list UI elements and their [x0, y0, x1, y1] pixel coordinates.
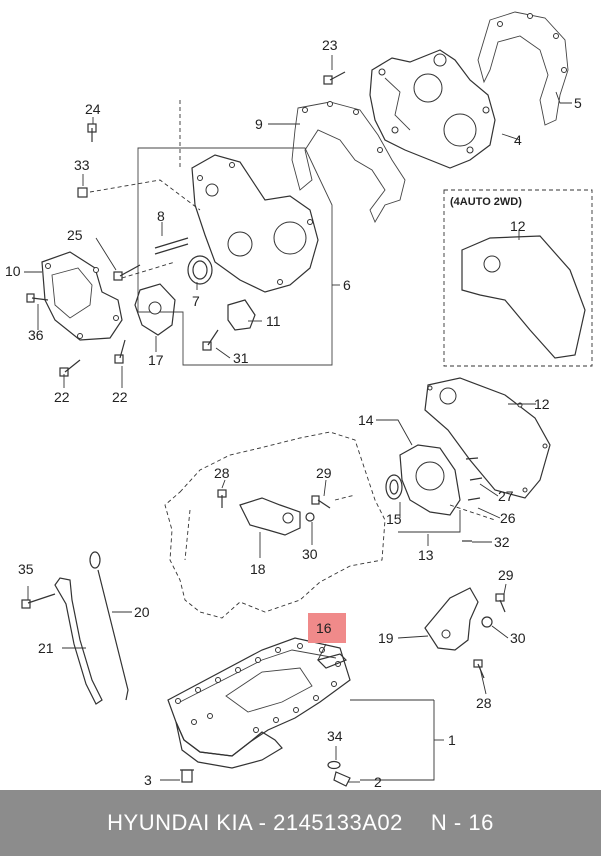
variant-box-title: (4AUTO 2WD): [450, 196, 522, 208]
label-29-a: 29: [316, 465, 332, 481]
timing-cover-gasket: [477, 11, 569, 126]
label-22-a: 22: [54, 389, 70, 405]
dashed-guides-6: [89, 100, 201, 279]
label-14: 14: [358, 412, 374, 428]
label-10: 10: [5, 263, 21, 279]
bolt-31: [202, 329, 219, 351]
front-case: [191, 154, 319, 293]
label-5: 5: [574, 95, 582, 111]
label-12-b: 12: [534, 396, 550, 412]
cover-10: [41, 251, 123, 341]
label-35: 35: [18, 561, 34, 577]
bolt-23: [323, 71, 346, 85]
label-21: 21: [38, 640, 54, 656]
label-24: 24: [85, 101, 101, 117]
bolts-left: [26, 123, 141, 377]
label-19: 19: [378, 630, 394, 646]
label-17: 17: [148, 352, 164, 368]
label-1: 1: [448, 732, 456, 748]
label-7: 7: [192, 293, 200, 309]
dipstick-20: [89, 551, 129, 701]
label-28-b: 28: [476, 695, 492, 711]
label-4: 4: [514, 132, 522, 148]
label-36: 36: [28, 327, 44, 343]
label-32: 32: [494, 534, 510, 550]
label-18: 18: [250, 561, 266, 577]
label-22-b: 22: [112, 389, 128, 405]
part-labels: 4 5 9 23 24 33 8 25 10 6 7 11 36 17 31 2…: [5, 37, 582, 790]
leader-lines: [24, 55, 572, 783]
label-13: 13: [418, 547, 434, 563]
footer-brand-part-number: HYUNDAI KIA - 2145133A02: [107, 810, 403, 835]
variant-box: (4AUTO 2WD): [443, 189, 593, 367]
label-33: 33: [74, 157, 90, 173]
label-16: 16: [316, 620, 332, 636]
label-2: 2: [374, 774, 382, 790]
oil-pan: [167, 637, 351, 769]
plate-11: [227, 299, 256, 331]
front-case-gasket: [291, 101, 406, 224]
label-25: 25: [67, 227, 83, 243]
label-29-b: 29: [498, 567, 514, 583]
bracket-18: [239, 497, 301, 536]
exploded-parts-diagram: (4AUTO 2WD): [5, 11, 593, 790]
label-30-a: 30: [302, 546, 318, 562]
label-34: 34: [327, 728, 343, 744]
drain-plug: [180, 769, 194, 783]
label-20: 20: [134, 604, 150, 620]
front-case-box: [137, 147, 333, 366]
label-8: 8: [157, 208, 165, 224]
label-26: 26: [500, 510, 516, 526]
label-12-a: 12: [510, 218, 526, 234]
label-30-b: 30: [510, 630, 526, 646]
label-9: 9: [255, 116, 263, 132]
timing-cover-housing: [369, 49, 496, 169]
bolts-center: [217, 489, 331, 522]
label-28-a: 28: [214, 465, 230, 481]
oil-pan-holes: [175, 643, 341, 733]
bracket-19: [424, 587, 506, 679]
pan-gasket-16: [316, 653, 348, 669]
plate-17: [134, 283, 176, 336]
rear-seal-housing: [385, 444, 496, 542]
label-6: 6: [343, 277, 351, 293]
oil-seal-7: [187, 255, 213, 285]
drive-plate-12: [424, 377, 551, 499]
label-3: 3: [144, 772, 152, 788]
pin-8: [154, 237, 189, 255]
label-23: 23: [322, 37, 338, 53]
engine-block-outline: [164, 431, 386, 619]
dipstick-guide-21: [21, 577, 103, 705]
label-15: 15: [386, 511, 402, 527]
highlight-box-16: [308, 613, 346, 643]
footer-bar: HYUNDAI KIA - 2145133A02 N - 16: [0, 790, 601, 856]
label-11: 11: [266, 313, 281, 329]
plug-2-gasket-34: [327, 760, 351, 787]
footer-diagram-ref: N - 16: [430, 810, 494, 835]
label-31: 31: [233, 350, 249, 366]
label-27: 27: [498, 488, 514, 504]
